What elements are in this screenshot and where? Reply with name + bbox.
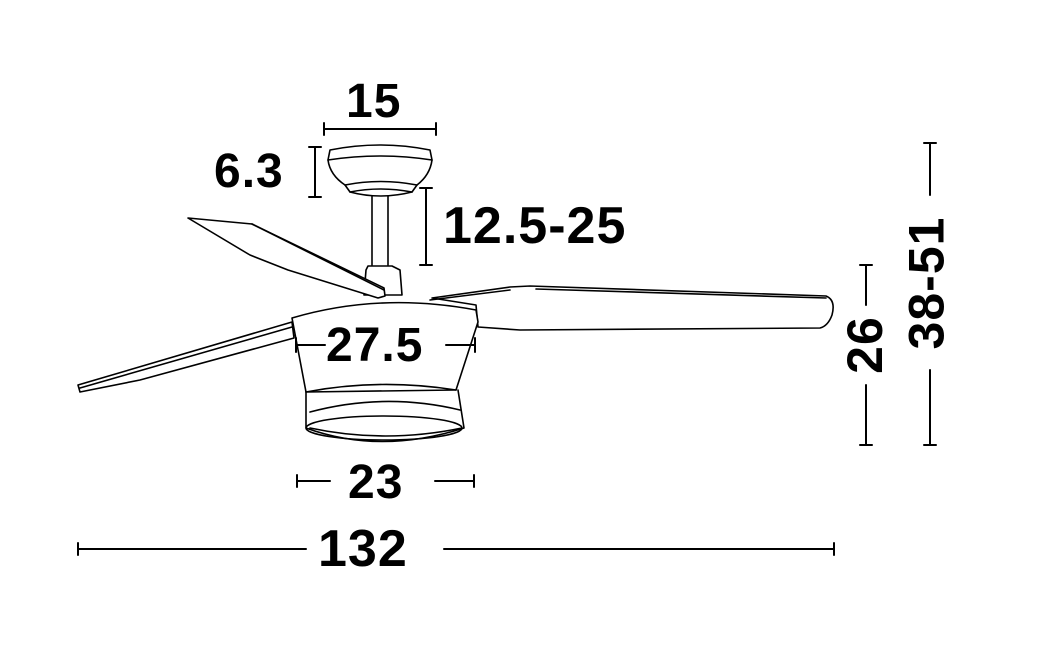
- downrod: [363, 195, 403, 296]
- canopy: [327, 144, 433, 197]
- blade-upper-left: [187, 217, 386, 299]
- dim-canopy-width: 15: [346, 75, 402, 128]
- dim-light-diffuser-width: 23: [348, 456, 404, 509]
- dimension-lines: [77, 122, 937, 556]
- dim-body-height: 26: [836, 316, 893, 374]
- dim-light-housing-width: 27.5: [326, 319, 424, 372]
- blade-lower-left: [77, 321, 295, 393]
- dim-blade-span: 132: [318, 520, 408, 578]
- dim-total-height: 38-51: [898, 216, 955, 350]
- light-housing: [291, 301, 479, 443]
- blade-right: [429, 285, 834, 331]
- dim-downrod-length: 12.5-25: [443, 197, 627, 255]
- dim-canopy-height: 6.3: [214, 145, 284, 198]
